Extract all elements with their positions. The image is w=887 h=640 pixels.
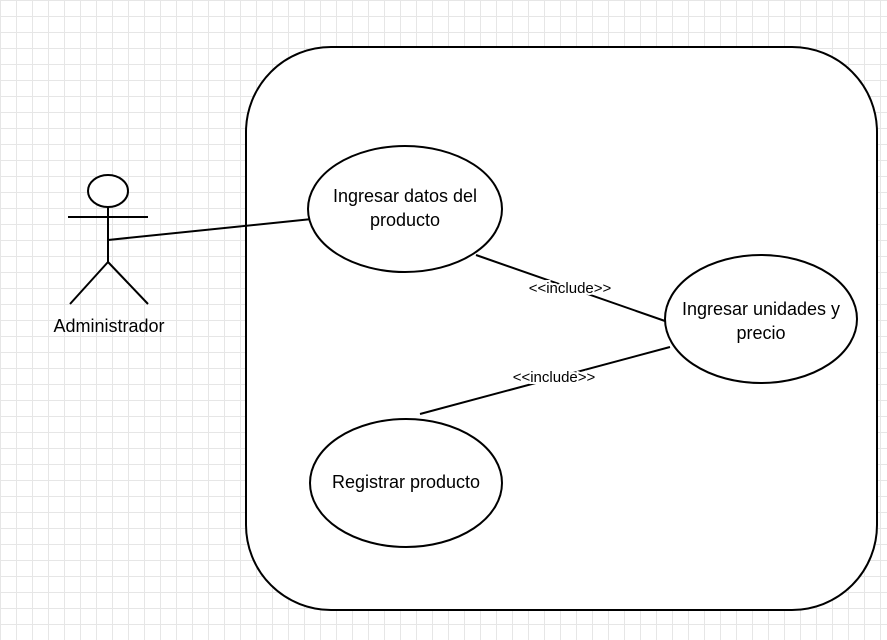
use-case-label-line2: precio: [736, 323, 785, 343]
actor-head: [87, 174, 129, 208]
use-case-label: Registrar producto: [332, 472, 480, 492]
actor-administrador[interactable]: Administrador: [53, 174, 165, 336]
use-case-registrar-producto[interactable]: Registrar producto: [309, 418, 503, 548]
include-label-2: <<include>>: [513, 369, 596, 386]
use-case-label-line1: Ingresar datos del: [333, 186, 477, 206]
use-case-label-line2: producto: [370, 210, 440, 230]
use-case-ellipse: [664, 254, 858, 384]
use-case-label-line1: Ingresar unidades y: [682, 299, 840, 319]
actor-label: Administrador: [53, 316, 164, 336]
actor-left-leg: [69, 261, 109, 305]
use-case-ellipse: [309, 418, 503, 548]
actor-right-leg: [107, 261, 149, 305]
use-case-ellipse: [307, 145, 503, 273]
include-label-1: <<include>>: [529, 280, 612, 297]
use-case-ingresar-unidades[interactable]: Ingresar unidades y precio: [664, 254, 858, 384]
include-line-2[interactable]: [419, 346, 671, 415]
use-case-ingresar-datos[interactable]: Ingresar datos del producto: [307, 145, 503, 273]
include-line-1[interactable]: [475, 254, 666, 322]
association-line[interactable]: [107, 218, 313, 241]
